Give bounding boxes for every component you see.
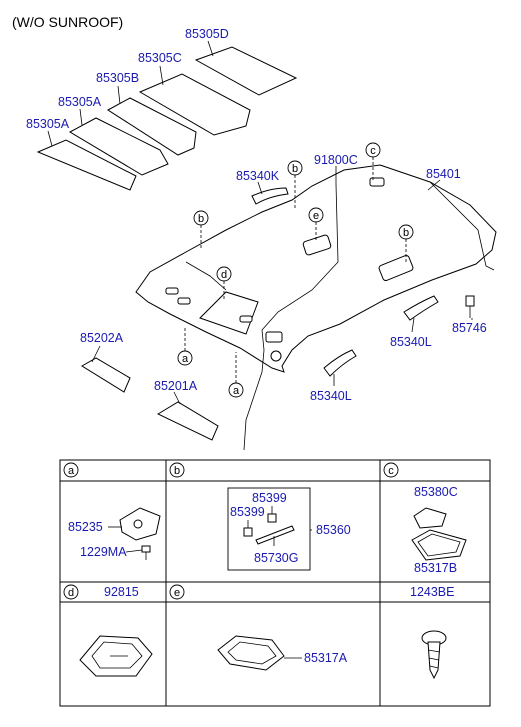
pad-85305A-lower bbox=[36, 139, 137, 191]
sun-visor-85202A bbox=[81, 357, 131, 393]
assist-handle-85340L-1 bbox=[403, 295, 439, 321]
label-92815: 92815 bbox=[104, 585, 139, 599]
svg-text:a: a bbox=[233, 385, 240, 397]
svg-text:d: d bbox=[68, 587, 74, 599]
svg-text:a: a bbox=[68, 465, 75, 477]
headliner-85401 bbox=[135, 164, 497, 373]
bolt-85746 bbox=[465, 295, 475, 318]
leader-85401 bbox=[427, 179, 441, 191]
leader-85340K bbox=[257, 181, 263, 195]
callout-e: e bbox=[308, 207, 324, 240]
svg-text:b: b bbox=[198, 213, 204, 225]
label-85399-left: 85399 bbox=[230, 505, 265, 519]
label-1243BE: 1243BE bbox=[410, 585, 454, 599]
label-85730G: 85730G bbox=[254, 551, 298, 565]
callout-c: c bbox=[365, 142, 381, 180]
label-85340L-1: 85340L bbox=[390, 335, 432, 349]
callout-a-2: a bbox=[228, 352, 244, 398]
callout-b-2: b bbox=[193, 210, 209, 250]
leader-85305A-1 bbox=[79, 108, 83, 126]
pad-85305B bbox=[107, 97, 197, 156]
room-lamp-92815 bbox=[79, 635, 153, 677]
table-cell-d: d 92815 bbox=[63, 584, 153, 677]
table-cell-a: a 85235 1229MA bbox=[63, 462, 161, 560]
label-85340L-2: 85340L bbox=[310, 389, 352, 403]
label-1229MA: 1229MA bbox=[80, 545, 127, 559]
lamp-85380C bbox=[413, 507, 447, 529]
leader-85305D bbox=[207, 40, 214, 57]
label-85235: 85235 bbox=[68, 520, 103, 534]
clip-85399-a bbox=[267, 513, 277, 523]
strap-85730G bbox=[255, 525, 295, 545]
lamp-lens-85317A bbox=[217, 635, 285, 671]
wire-harness-91800C bbox=[243, 183, 339, 451]
label-85360: 85360 bbox=[316, 523, 351, 537]
leader-85201A bbox=[173, 391, 181, 405]
clip-85399-b bbox=[243, 527, 253, 537]
reference-table bbox=[59, 459, 491, 707]
table-cell-b: b 85399 85399 85360 85730G bbox=[169, 462, 351, 571]
callout-b-1: b bbox=[287, 160, 303, 208]
screw-1229MA bbox=[141, 545, 151, 560]
label-85317A: 85317A bbox=[304, 651, 348, 665]
clip-85235 bbox=[119, 507, 161, 541]
diagram-header: (W/O SUNROOF) bbox=[12, 14, 124, 30]
svg-text:c: c bbox=[388, 465, 394, 477]
svg-text:d: d bbox=[221, 269, 227, 281]
assist-handle-85340K bbox=[251, 187, 289, 205]
label-85201A: 85201A bbox=[154, 379, 198, 393]
label-85380C: 85380C bbox=[414, 485, 458, 499]
svg-text:b: b bbox=[403, 227, 409, 239]
leader-85305C bbox=[159, 65, 164, 86]
label-85305C: 85305C bbox=[138, 51, 182, 65]
label-85401: 85401 bbox=[426, 167, 461, 181]
label-85305A-2: 85305A bbox=[26, 117, 70, 131]
svg-text:e: e bbox=[174, 587, 180, 599]
assist-handle-85340L-2 bbox=[323, 349, 357, 377]
sun-visor-85201A bbox=[156, 401, 219, 441]
callout-a-1: a bbox=[177, 326, 193, 366]
pad-85305C bbox=[138, 73, 251, 136]
svg-text:a: a bbox=[182, 353, 189, 365]
pad-85305A-upper bbox=[68, 117, 169, 176]
label-91800C: 91800C bbox=[314, 153, 358, 167]
label-85305D: 85305D bbox=[185, 27, 229, 41]
leader-85340L-1 bbox=[411, 317, 415, 333]
leader-85202A bbox=[91, 345, 101, 363]
label-85305B: 85305B bbox=[96, 71, 139, 85]
svg-text:c: c bbox=[370, 145, 376, 157]
svg-text:b: b bbox=[174, 465, 180, 477]
table-cell-c: c 85380C 85317B bbox=[383, 462, 467, 575]
screw-1243BE bbox=[421, 630, 447, 680]
callout-b-3: b bbox=[398, 224, 414, 264]
svg-text:e: e bbox=[313, 210, 319, 222]
leader-85305A-2 bbox=[47, 130, 53, 147]
table-cell-f: 1243BE bbox=[410, 585, 454, 680]
label-85202A: 85202A bbox=[80, 331, 124, 345]
label-85340K: 85340K bbox=[236, 169, 280, 183]
pad-85305D bbox=[194, 46, 298, 96]
callout-d: d bbox=[216, 266, 232, 300]
svg-text:b: b bbox=[292, 163, 298, 175]
table-cell-e: e 85317A bbox=[169, 584, 348, 671]
label-85399-top: 85399 bbox=[252, 491, 287, 505]
leader-85305B bbox=[117, 85, 121, 105]
label-85317B: 85317B bbox=[414, 561, 457, 575]
lamp-lens-85317B bbox=[411, 529, 467, 561]
label-85305A-1: 85305A bbox=[58, 95, 102, 109]
label-85746: 85746 bbox=[452, 321, 487, 335]
